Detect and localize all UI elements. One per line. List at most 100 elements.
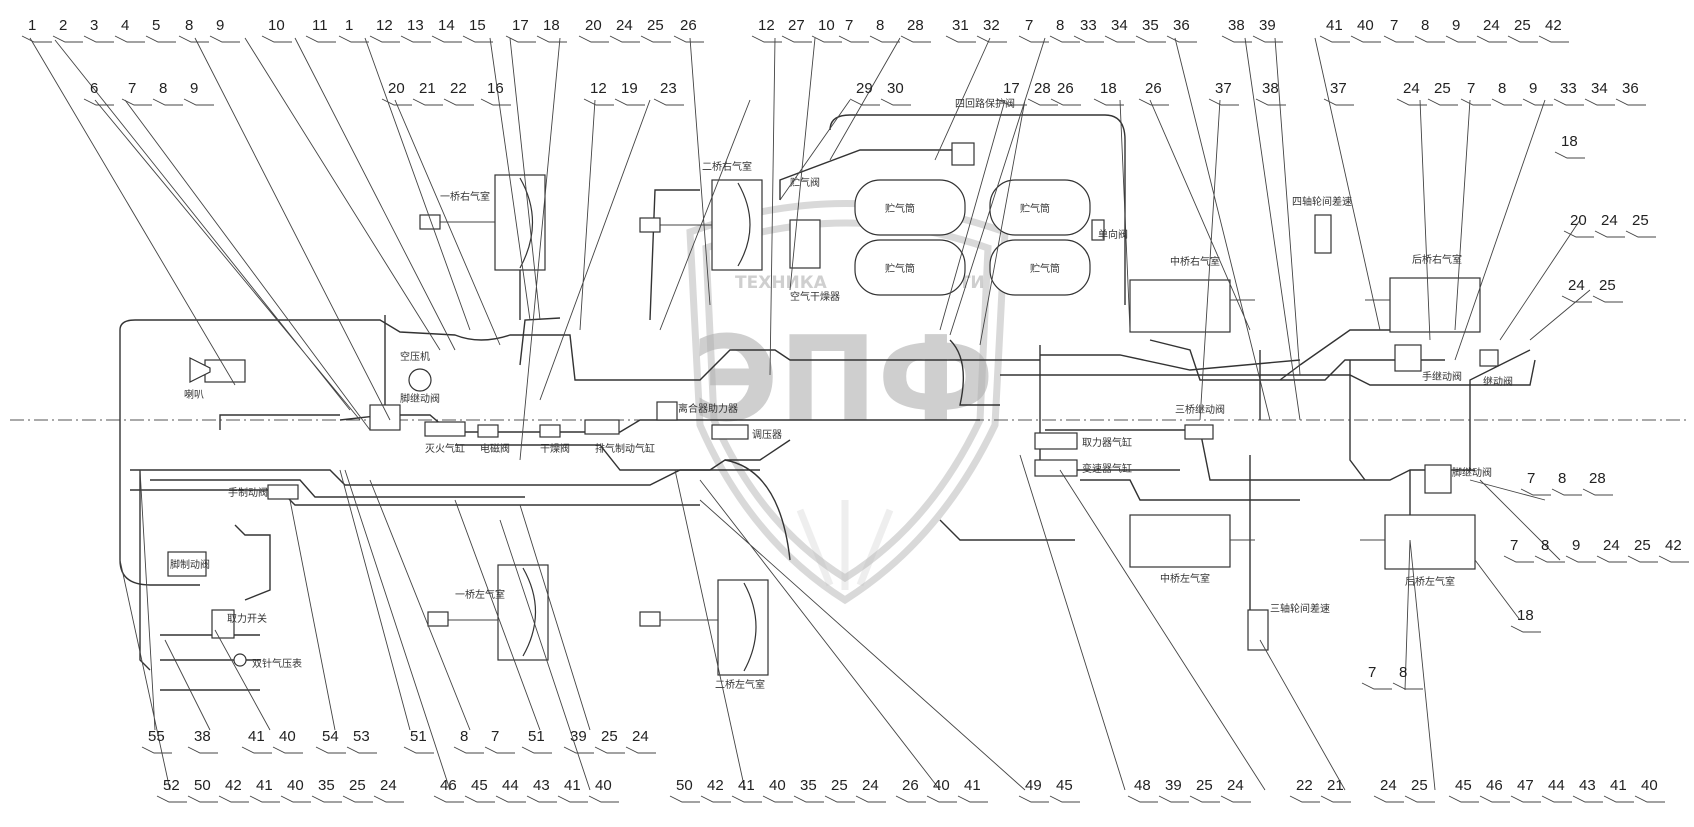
bottom-callout-number: 45 bbox=[471, 777, 488, 794]
bottom-callout-underline bbox=[1479, 795, 1510, 803]
bottom-callout-underline bbox=[1658, 555, 1689, 563]
bottom-callout-number: 52 bbox=[163, 777, 180, 794]
bottom-callout-number: 24 bbox=[632, 728, 649, 745]
reservoir-3: 贮气筒 bbox=[989, 179, 1091, 236]
top-callout-underline bbox=[536, 35, 567, 43]
pto-cylinder-label: 取力器气缸 bbox=[1082, 436, 1132, 449]
hand-relay-valve-label: 手继动阀 bbox=[1422, 370, 1462, 383]
inter-axle-diff-bottom: 三轴轮间差速 bbox=[1247, 602, 1330, 651]
top-callout-26: 26 bbox=[1050, 80, 1081, 106]
top-callout-underline bbox=[52, 35, 83, 43]
top-callout-underline bbox=[1584, 98, 1615, 106]
top-callout-underline bbox=[1027, 98, 1058, 106]
double-needle-gauge-label: 双针气压表 bbox=[252, 657, 302, 670]
top-callout-number: 30 bbox=[887, 80, 904, 97]
wheat-icon bbox=[796, 500, 894, 590]
bottom-callout-underline bbox=[1404, 795, 1435, 803]
bottom-callout-underline bbox=[855, 795, 886, 803]
bottom-callout-20: 18 bbox=[1510, 607, 1541, 633]
bottom-callout-number: 53 bbox=[353, 728, 370, 745]
top-callout-underline bbox=[178, 35, 209, 43]
dryer-valve: 干燥阀 bbox=[539, 424, 570, 455]
middle-axle-left-chamber-label: 中桥左气室 bbox=[1160, 572, 1210, 585]
top-callout-number: 3 bbox=[90, 17, 98, 34]
top-callout-number: 8 bbox=[876, 17, 884, 34]
second-axle-right-chamber: 二桥右气室 bbox=[639, 160, 763, 271]
bottom-callout-number: 41 bbox=[964, 777, 981, 794]
front-axle-right-chamber: 一桥右气室 bbox=[419, 174, 546, 271]
top-callout-underline bbox=[480, 98, 511, 106]
top-callout-underline bbox=[838, 35, 869, 43]
top-callout-underline bbox=[1319, 35, 1350, 43]
top-callout-number: 34 bbox=[1111, 17, 1128, 34]
top-callout-underline bbox=[1396, 98, 1427, 106]
top-callout-number: 1 bbox=[345, 17, 353, 34]
top-callout-number: 21 bbox=[419, 80, 436, 97]
top-callout-number: 39 bbox=[1259, 17, 1276, 34]
top-callout-number: 6 bbox=[90, 80, 98, 97]
reservoir-1-label: 贮气筒 bbox=[885, 202, 915, 215]
second-axle-right-chamber-label: 二桥右气室 bbox=[702, 160, 752, 173]
top-callout-21: 16 bbox=[480, 80, 511, 106]
top-callout-number: 24 bbox=[1483, 17, 1500, 34]
top-callout-number: 1 bbox=[28, 17, 36, 34]
top-callout-underline bbox=[614, 98, 645, 106]
top-callout-underline bbox=[183, 98, 214, 106]
regulator: 调压器 bbox=[711, 424, 782, 441]
top-callout-number: 12 bbox=[376, 17, 393, 34]
top-callout-underline bbox=[1350, 35, 1381, 43]
top-callout-number: 27 bbox=[788, 17, 805, 34]
bottom-callout-number: 40 bbox=[279, 728, 296, 745]
top-callout-number: 26 bbox=[1057, 80, 1074, 97]
top-callout-number: 25 bbox=[1632, 212, 1649, 229]
bottom-callout-number: 39 bbox=[570, 728, 587, 745]
top-callout-29: 37 bbox=[1208, 80, 1239, 106]
top-callout-number: 10 bbox=[268, 17, 285, 34]
top-callout-8: 12 bbox=[751, 17, 782, 43]
reservoir-2-label: 贮气筒 bbox=[885, 262, 915, 275]
top-callout-underline bbox=[1138, 98, 1169, 106]
bottom-callout-underline bbox=[793, 795, 824, 803]
top-callout-underline bbox=[1414, 35, 1445, 43]
top-callout-10: 10 bbox=[811, 17, 842, 43]
top-callout-number: 20 bbox=[585, 17, 602, 34]
top-callout-underline bbox=[811, 35, 842, 43]
top-callout-9: 27 bbox=[781, 17, 812, 43]
top-callout-number: 9 bbox=[190, 80, 198, 97]
bottom-callout-number: 8 bbox=[1558, 470, 1566, 487]
top-callout-number: 7 bbox=[1467, 80, 1475, 97]
top-callout-number: 17 bbox=[512, 17, 529, 34]
bottom-callout-0: 55 bbox=[141, 728, 172, 754]
top-callout-underline bbox=[976, 35, 1007, 43]
bottom-callout-number: 43 bbox=[533, 777, 550, 794]
top-callout-underline bbox=[781, 35, 812, 43]
top-callout-underline bbox=[1561, 295, 1592, 303]
top-callout-number: 24 bbox=[616, 17, 633, 34]
bottom-callout-underline bbox=[1189, 795, 1220, 803]
top-callout-number: 17 bbox=[1003, 80, 1020, 97]
horn: 喇叭 bbox=[184, 357, 246, 401]
top-callout-underline bbox=[1538, 35, 1569, 43]
bottom-callout-number: 35 bbox=[800, 777, 817, 794]
top-callout-underline bbox=[1049, 35, 1080, 43]
bottom-callout-number: 50 bbox=[194, 777, 211, 794]
top-callout-underline bbox=[1050, 98, 1081, 106]
hand-brake-valve-left: 手制动阀 bbox=[228, 484, 299, 500]
top-callout-underline bbox=[1104, 35, 1135, 43]
pto-cylinder: 取力器气缸 bbox=[1034, 432, 1132, 450]
top-callout-underline bbox=[83, 35, 114, 43]
double-needle-gauge: 双针气压表 bbox=[233, 653, 302, 670]
bottom-callout-number: 25 bbox=[1634, 537, 1651, 554]
bottom-callout-number: 7 bbox=[1368, 664, 1376, 681]
rear-axle-right-chamber: 后桥右气室 bbox=[1365, 253, 1481, 333]
